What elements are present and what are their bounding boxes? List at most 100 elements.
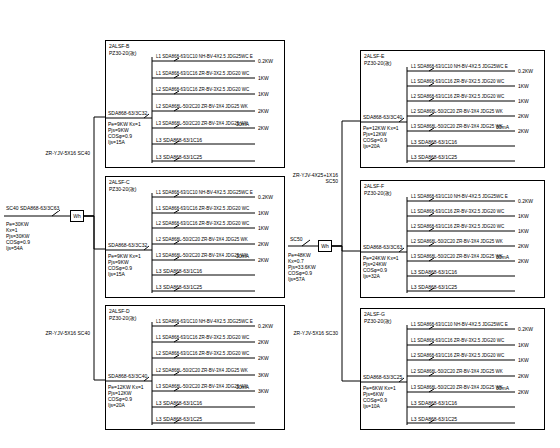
distribution-panel: 2ALSF-GPZ30-20(改)SDA868-63/3C25Pe=6KW Kx… xyxy=(360,308,545,430)
load-power: 2KW xyxy=(518,389,529,395)
busbar xyxy=(407,67,408,163)
panel-name: 2ALSF-B xyxy=(109,43,129,49)
branch-circuit xyxy=(152,407,255,408)
circuit-spec: L3 SDA868-63/1C16 xyxy=(156,137,202,143)
branch-circuit xyxy=(407,231,515,232)
load-power: 2KW xyxy=(258,125,269,131)
circuit-spec: L1 SDA868-63/1C16 ZR-BV-3X2.5 JDG20 WC xyxy=(411,338,504,344)
branch-circuit xyxy=(407,71,515,72)
main-breaker: SDA868-63/3C32 xyxy=(108,242,147,248)
circuit-spec: L1 SDA868-63/1C16 ZR-BV-3X2.5 JDG20 WC xyxy=(411,209,504,215)
branch-circuit xyxy=(407,86,515,87)
branch-circuit xyxy=(407,376,515,377)
load-power: 1KW xyxy=(518,342,529,348)
circuit-spec: L2 SDA868-63/1C16 ZR-BV-3X2.5 JDG20 WC xyxy=(411,94,504,100)
panel-model: PZ30-20(改) xyxy=(364,60,392,66)
cable-spec: ZR-YJV-5X16 SC30 xyxy=(290,330,338,336)
circuit-spec: L1 SDA868-63/1C10 NH-BV-4X2.5 JDG25WC E xyxy=(411,322,508,328)
branch-circuit xyxy=(152,358,255,359)
cable-connector xyxy=(84,117,105,216)
feeder-line xyxy=(4,216,70,217)
load-summary: Pe=12KW Kx=1 Pjs=12KW COSφ=0.9 Ijs=20A xyxy=(363,125,401,149)
branch-circuit xyxy=(152,78,255,79)
cable-connector xyxy=(332,246,360,251)
circuit-spec: L2 SDA868-63/1C16 ZR-BV-3X2.5 JDG20 WC xyxy=(156,87,249,93)
load-power: 0.2KW xyxy=(258,323,273,329)
load-power: 1KW xyxy=(258,225,269,231)
busbar xyxy=(152,193,153,293)
rcd-rating: 30mA xyxy=(496,385,509,391)
circuit-spec: L3 SDA868-63/1C25 xyxy=(411,154,457,160)
branch-circuit xyxy=(407,146,515,147)
distribution-panel: 2ALSF-EPZ30-20(改)SDA868-63/3C40Pe=12KW K… xyxy=(360,50,545,168)
circuit-spec: L2 SDA868-63/1C16 ZR-BV-3X2.5 JDG20 WC xyxy=(156,351,249,357)
circuit-spec: L3 SDA868-63/1C25 xyxy=(156,154,202,160)
load-power: 0.2KW xyxy=(518,198,533,204)
breaker-symbol xyxy=(302,240,310,246)
branch-circuit xyxy=(152,291,255,292)
circuit-spec: L2 SDA868L-50/2C20 ZR-BV-3X4 JDG25 WK xyxy=(411,239,503,245)
energy-meter: Wh xyxy=(318,240,332,252)
load-power: 1KW xyxy=(518,228,529,234)
circuit-spec: L3 SDA868L-50/2C20 ZR-BV-3X4 JDG25 WK xyxy=(156,121,248,127)
panel-name: 2ALSF-G xyxy=(364,311,385,317)
circuit-spec: L3 SDA868-63/1C16 xyxy=(411,269,457,275)
branch-circuit xyxy=(152,260,255,261)
meter-label: Wh xyxy=(71,213,83,219)
load-power: 0.2KW xyxy=(518,68,533,74)
load-power: 2KW xyxy=(518,128,529,134)
load-power: 2KW xyxy=(518,113,529,119)
distribution-panel: 2ALSF-BPZ30-20(改)SDA868-63/3C32Pe=9KW Kx… xyxy=(105,40,285,168)
load-power: 1KW xyxy=(258,91,269,97)
branch-circuit xyxy=(152,423,255,424)
branch-circuit xyxy=(407,392,515,393)
circuit-spec: L3 SDA868L-50/2C20 ZR-BV-3X4 JDG25 WK xyxy=(411,385,503,391)
load-power: 1KW xyxy=(518,98,529,104)
meter-label: Wh xyxy=(319,243,331,249)
main-breaker: SDA868-63/3C40 xyxy=(108,373,147,379)
load-power: 2KW xyxy=(518,243,529,249)
circuit-spec: L2 SDA868L-50/2C20 ZR-BV-3X4 JDG25 WK xyxy=(411,109,503,115)
load-summary: Pe=9KW Kx=1 Pjs=9KW COSφ=0.9 Ijs=15A xyxy=(108,121,146,145)
circuit-spec: L1 SDA868-63/1C10 NH-BV-4X2.5 JDG25WC E xyxy=(411,194,508,200)
branch-circuit xyxy=(152,375,255,376)
circuit-spec: L1 SDA868-63/1C16 ZR-BV-3X2.5 JDG20 WC xyxy=(156,71,249,77)
circuit-spec: L3 SDA868-63/1C25 xyxy=(156,416,202,422)
load-summary: Pe=24KW Kx=1 Pjs=24KW COSφ=0.9 Ijs=32A xyxy=(363,255,401,279)
circuit-spec: L3 SDA868-63/1C25 xyxy=(411,416,457,422)
busbar xyxy=(407,325,408,425)
rcd-rating: 30mA xyxy=(236,384,249,390)
panel-name: 2ALSF-F xyxy=(364,183,384,189)
load-power: 1KW xyxy=(258,210,269,216)
branch-circuit xyxy=(407,291,515,292)
panel-model: PZ30-20(改) xyxy=(109,315,137,321)
circuit-spec: L3 SDA868-63/1C25 xyxy=(156,284,202,290)
branch-circuit xyxy=(407,246,515,247)
load-power: 2KW xyxy=(258,339,269,345)
circuit-spec: L2 SDA868L-50/2C20 ZR-BV-3X4 JDG25 WK xyxy=(156,104,248,110)
cable-connector xyxy=(84,216,105,380)
rcd-rating: 30mA xyxy=(236,253,249,259)
load-power: 2KW xyxy=(258,257,269,263)
circuit-spec: L2 SDA868-63/1C16 ZR-BV-3X2.5 JDG20 WC xyxy=(411,353,504,359)
circuit-spec: L1 SDA868-63/1C10 NH-BV-4X2.5 JDG25WC E xyxy=(156,190,253,196)
distribution-panel: 2ALSF-DPZ30-20(改)SDA868-63/3C40Pe=12KW K… xyxy=(105,305,285,430)
rcd-rating: 30mA xyxy=(236,121,249,127)
branch-circuit xyxy=(407,407,515,408)
branch-circuit xyxy=(152,391,255,392)
circuit-spec: L2 SDA868L-50/2C20 ZR-BV-3X4 JDG25 WK xyxy=(156,368,248,374)
branch-circuit xyxy=(152,128,255,129)
branch-circuit xyxy=(152,197,255,198)
circuit-spec: L1 SDA868-63/1C10 NH-BV-4X2.5 JDG25WC E xyxy=(411,64,508,70)
energy-meter: Wh xyxy=(70,210,84,222)
load-power: 1KW xyxy=(518,83,529,89)
rcd-rating: 30mA xyxy=(496,124,509,130)
branch-circuit xyxy=(407,161,515,162)
cable-spec: ZR-YJV-5X16 SC40 xyxy=(40,330,90,336)
load-power: 3KW xyxy=(258,388,269,394)
branch-circuit xyxy=(152,111,255,112)
circuit-spec: L3 SDA868L-50/2C20 ZR-BV-3X4 JDG25 WK xyxy=(156,384,248,390)
branch-circuit xyxy=(152,326,255,327)
circuit-spec: L2 SDA868-63/1C16 ZR-BV-3X2.5 JDG20 WC xyxy=(411,224,504,230)
